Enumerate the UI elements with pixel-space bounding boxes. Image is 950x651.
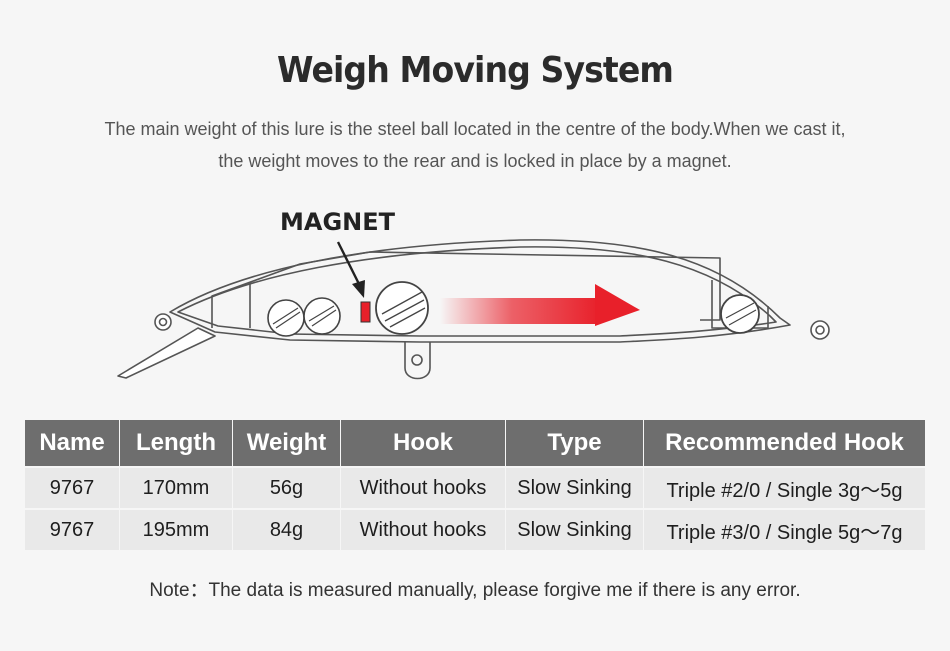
table-row: 9767 195mm 84g Without hooks Slow Sinkin… xyxy=(25,508,925,550)
cell-length: 170mm xyxy=(120,466,233,508)
weight-movement-arrow xyxy=(440,284,640,326)
spec-table: Name Length Weight Hook Type Recommended… xyxy=(25,420,925,550)
cell-recommended-hook: Triple #2/0 / Single 3g～5g xyxy=(644,466,925,508)
header-type: Type xyxy=(506,420,644,466)
steel-ball xyxy=(375,281,429,335)
magnet-label: MAGNET xyxy=(280,208,396,236)
description: The main weight of this lure is the stee… xyxy=(0,113,950,177)
cell-type: Slow Sinking xyxy=(506,466,644,508)
table-header-row: Name Length Weight Hook Type Recommended… xyxy=(25,420,925,466)
line-ties xyxy=(154,313,830,340)
cell-length: 195mm xyxy=(120,508,233,550)
magnet xyxy=(360,301,371,323)
table-row: 9767 170mm 56g Without hooks Slow Sinkin… xyxy=(25,466,925,508)
cell-weight: 56g xyxy=(233,466,341,508)
header-length: Length xyxy=(120,420,233,466)
cell-name: 9767 xyxy=(25,466,120,508)
footer-note: Note：The data is measured manually, plea… xyxy=(149,580,801,601)
cell-type: Slow Sinking xyxy=(506,508,644,550)
description-line-1: The main weight of this lure is the stee… xyxy=(104,119,846,139)
description-line-2: the weight moves to the rear and is lock… xyxy=(218,151,732,171)
header-name: Name xyxy=(25,420,120,466)
header-hook: Hook xyxy=(341,420,506,466)
magnet-pointer xyxy=(336,241,365,298)
cell-hook: Without hooks xyxy=(341,508,506,550)
page-title: Weigh Moving System xyxy=(277,50,674,91)
header-weight: Weight xyxy=(233,420,341,466)
lure-lip xyxy=(117,327,216,379)
cell-recommended-hook: Triple #3/0 / Single 5g～7g xyxy=(644,508,925,550)
header-recommended-hook: Recommended Hook xyxy=(644,420,925,466)
lure-diagram: MAGNET xyxy=(117,208,830,380)
cell-hook: Without hooks xyxy=(341,466,506,508)
cell-name: 9767 xyxy=(25,508,120,550)
front-weights xyxy=(267,297,341,337)
cell-weight: 84g xyxy=(233,508,341,550)
rear-steel-ball xyxy=(720,294,760,334)
